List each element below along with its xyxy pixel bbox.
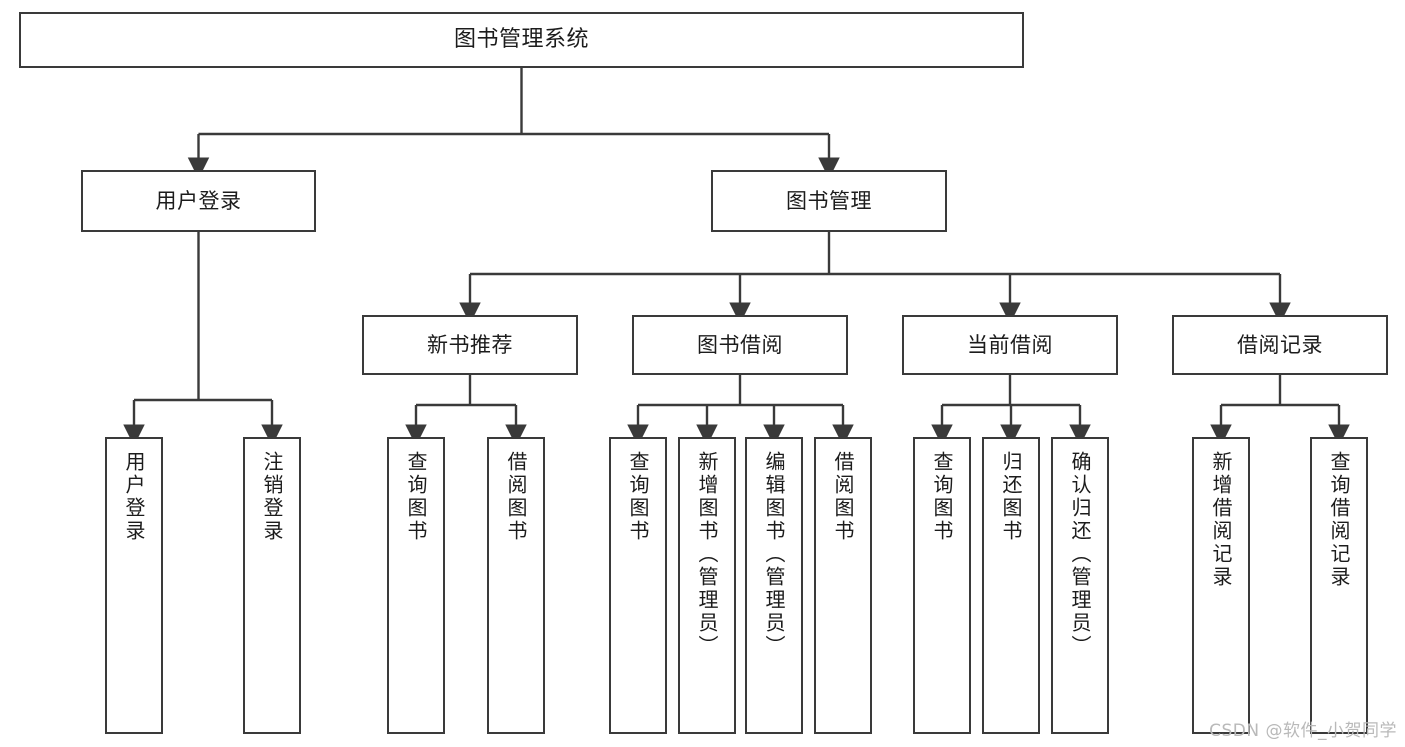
node-label: 注销登录	[260, 451, 284, 543]
node-label: 图书管理系统	[453, 27, 589, 53]
node-label: 用户登录	[122, 451, 146, 543]
node-leaf-8[interactable]: 借阅图书	[814, 437, 872, 734]
node-label: 新增图书（管理员）	[695, 451, 719, 658]
node-leaf-4[interactable]: 借阅图书	[487, 437, 545, 734]
node-label: 借阅记录	[1237, 332, 1323, 357]
node-borrow[interactable]: 图书借阅	[632, 315, 848, 375]
node-label: 新增借阅记录	[1209, 451, 1233, 589]
node-label: 归还图书	[999, 451, 1023, 543]
node-label: 当前借阅	[967, 332, 1053, 357]
node-current[interactable]: 当前借阅	[902, 315, 1118, 375]
node-label: 查询图书	[626, 451, 650, 543]
node-leaf-13[interactable]: 查询借阅记录	[1310, 437, 1368, 734]
node-label: 借阅图书	[504, 451, 528, 543]
node-label: 确认归还（管理员）	[1068, 451, 1092, 658]
node-records[interactable]: 借阅记录	[1172, 315, 1388, 375]
node-label: 图书管理	[786, 188, 872, 213]
node-leaf-2[interactable]: 注销登录	[243, 437, 301, 734]
node-login[interactable]: 用户登录	[81, 170, 316, 232]
node-label: 借阅图书	[831, 451, 855, 543]
node-leaf-3[interactable]: 查询图书	[387, 437, 445, 734]
node-label: 图书借阅	[697, 332, 783, 357]
node-label: 编辑图书（管理员）	[762, 451, 786, 658]
node-bookmgmt[interactable]: 图书管理	[711, 170, 947, 232]
node-leaf-11[interactable]: 确认归还（管理员）	[1051, 437, 1109, 734]
node-label: 新书推荐	[427, 332, 513, 357]
node-leaf-10[interactable]: 归还图书	[982, 437, 1040, 734]
node-newbook[interactable]: 新书推荐	[362, 315, 578, 375]
node-label: 用户登录	[155, 188, 242, 213]
node-leaf-1[interactable]: 用户登录	[105, 437, 163, 734]
node-label: 查询借阅记录	[1327, 451, 1351, 589]
csdn-watermark: CSDN @软件_小贺同学	[1209, 721, 1397, 741]
node-root[interactable]: 图书管理系统	[19, 12, 1024, 68]
node-label: 查询图书	[930, 451, 954, 543]
node-leaf-12[interactable]: 新增借阅记录	[1192, 437, 1250, 734]
node-label: 查询图书	[404, 451, 428, 543]
node-leaf-7[interactable]: 编辑图书（管理员）	[745, 437, 803, 734]
node-leaf-6[interactable]: 新增图书（管理员）	[678, 437, 736, 734]
node-leaf-9[interactable]: 查询图书	[913, 437, 971, 734]
node-leaf-5[interactable]: 查询图书	[609, 437, 667, 734]
